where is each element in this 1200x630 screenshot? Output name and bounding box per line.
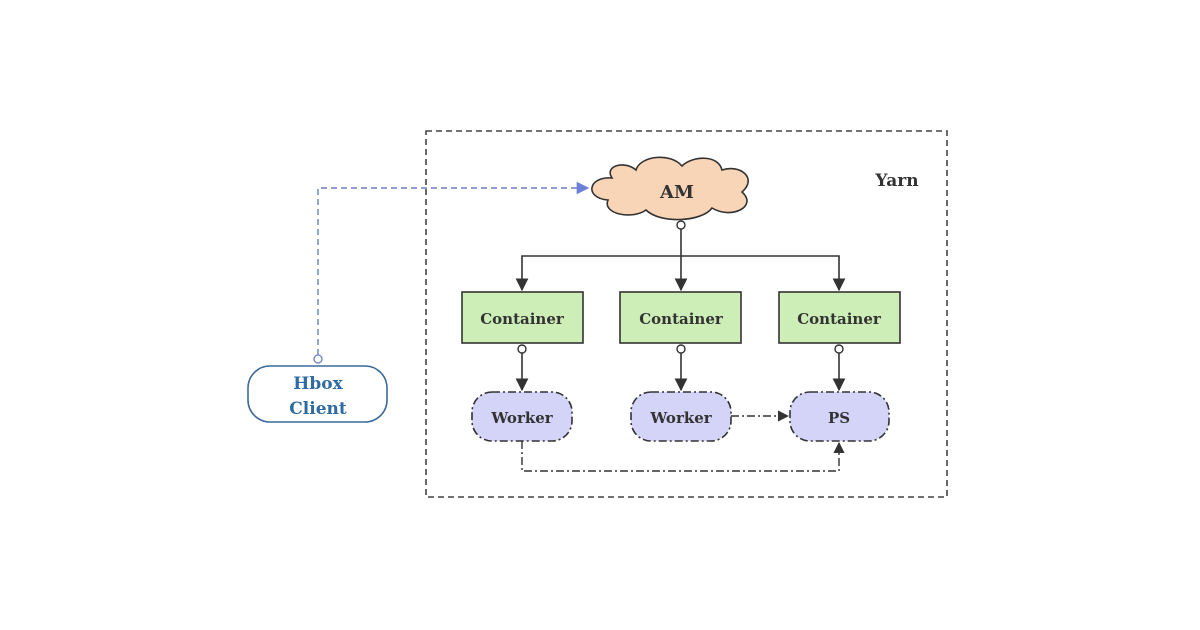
am-cloud-shape (591, 156, 749, 221)
container-1-label: Container (480, 310, 565, 328)
container-node-3[interactable]: Container (778, 291, 901, 344)
am-to-container-1-edge (515, 255, 681, 292)
worker-2-shape (630, 391, 732, 442)
am-output-port (676, 220, 686, 230)
am-node[interactable]: AM (591, 156, 749, 221)
container-to-task-edges (515, 344, 846, 392)
client-link-port (313, 354, 323, 364)
hbox-client-label-line1: Hbox (293, 374, 343, 394)
worker-1-to-ps-edge (521, 441, 845, 472)
container-3-port (834, 344, 844, 354)
client-to-am-link (317, 181, 590, 355)
hbox-client-label-line2: Client (289, 399, 347, 419)
container-2-shape (619, 291, 742, 344)
ps-shape (789, 391, 890, 442)
hbox-client-shape (247, 365, 388, 423)
ps-label: PS (828, 409, 850, 427)
container-2-port (676, 344, 686, 354)
container-2-label: Container (639, 310, 724, 328)
yarn-cluster-boundary (425, 130, 948, 498)
am-label: AM (659, 182, 694, 203)
worker-2-label: Worker (649, 409, 712, 427)
container-1-port (517, 344, 527, 354)
container-node-1[interactable]: Container (461, 291, 584, 344)
hbox-client-node[interactable]: Hbox Client (247, 365, 388, 423)
container-node-2[interactable]: Container (619, 291, 742, 344)
container-3-shape (778, 291, 901, 344)
worker-node-2[interactable]: Worker (630, 391, 732, 442)
ps-node[interactable]: PS (789, 391, 890, 442)
yarn-label: Yarn (874, 171, 918, 191)
worker-1-label: Worker (490, 409, 553, 427)
am-to-containers-edges (515, 220, 846, 292)
am-to-container-3-edge (681, 255, 846, 292)
container-1-shape (461, 291, 584, 344)
worker-node-1[interactable]: Worker (471, 391, 573, 442)
container-3-label: Container (797, 310, 882, 328)
